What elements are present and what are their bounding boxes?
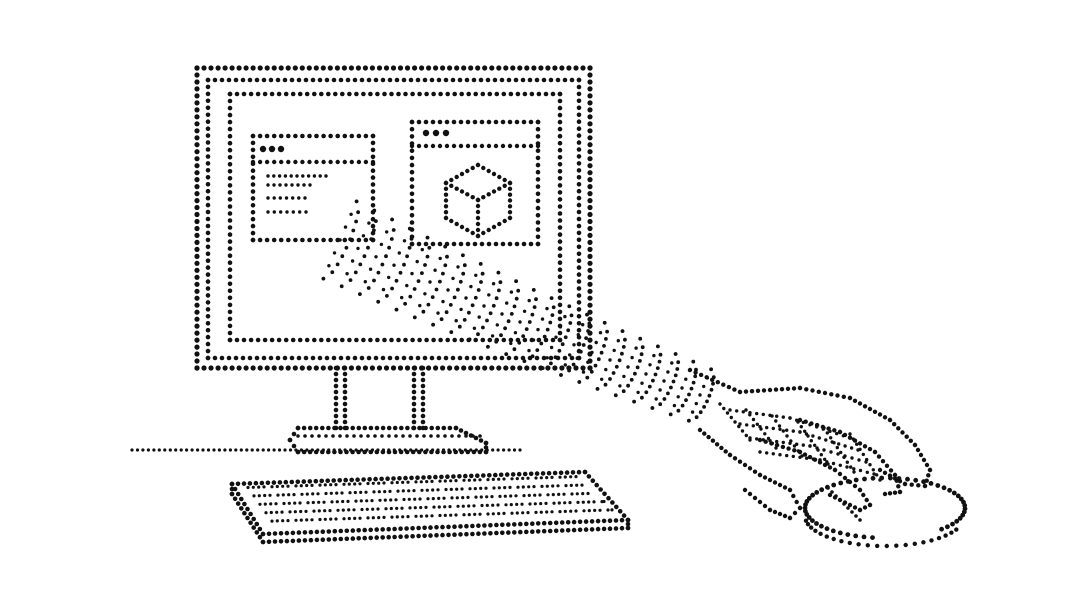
monitor-stand-icon <box>287 365 489 455</box>
window-icon <box>409 119 541 247</box>
keyboard-icon <box>229 469 631 545</box>
table-line-icon <box>130 448 522 452</box>
arm-icon <box>321 199 716 423</box>
monitor-icon <box>194 65 593 371</box>
mouse-icon <box>802 475 968 549</box>
hand-icon <box>687 367 933 521</box>
window-icon <box>250 133 376 243</box>
cube-icon <box>443 162 513 239</box>
